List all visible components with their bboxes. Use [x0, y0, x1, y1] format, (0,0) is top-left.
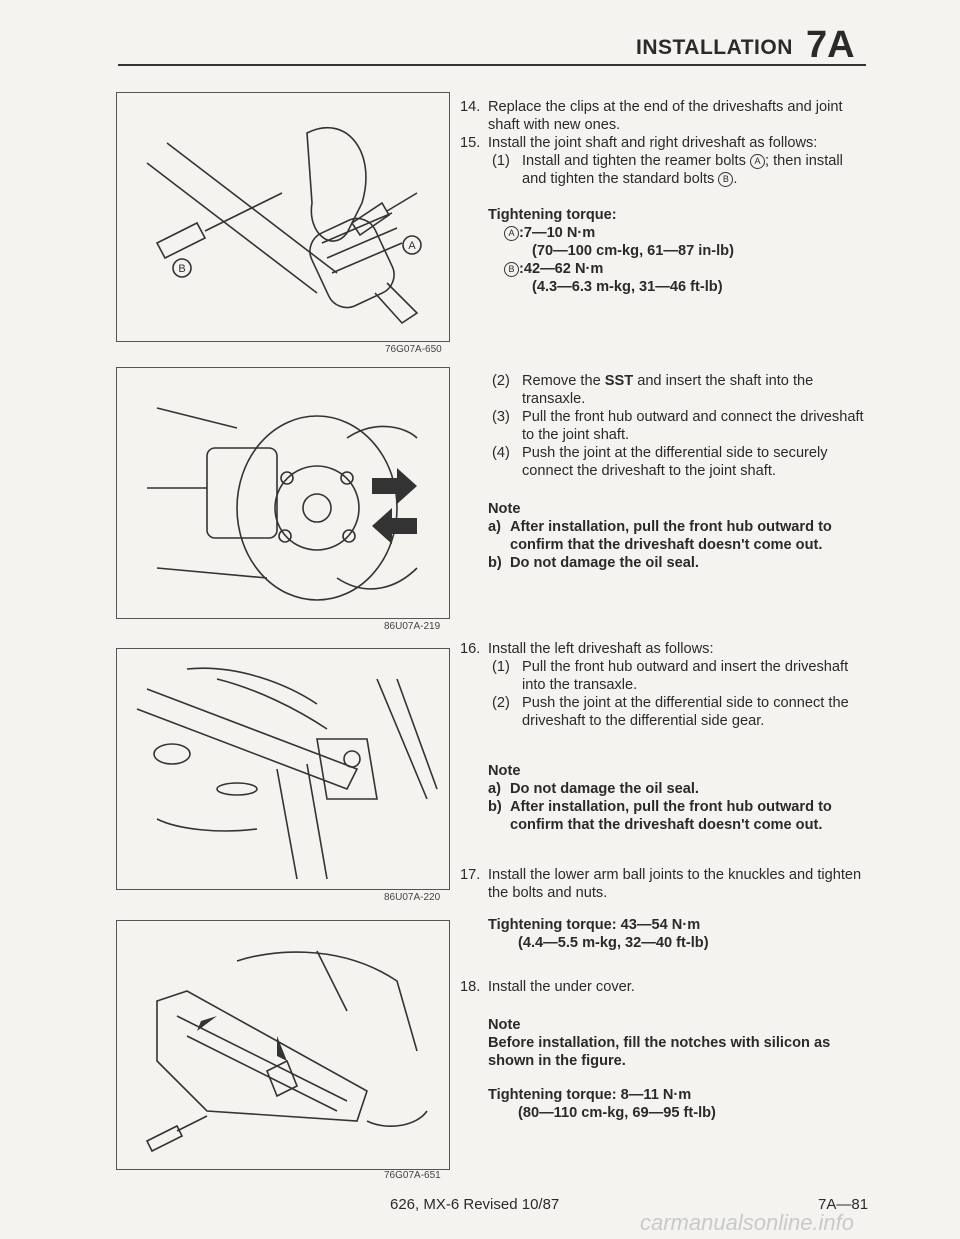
header-rule	[118, 64, 866, 66]
arrow-icon	[197, 1016, 217, 1031]
torque-spec-3: Tightening torque: 8—11 N·m (80—110 cm-k…	[488, 1087, 716, 1121]
page-number: 7A—81	[818, 1196, 869, 1213]
note-3: Note Before installation, fill the notch…	[488, 1017, 831, 1069]
footer-model-revision: 626, MX-6 Revised 10/87	[390, 1196, 560, 1213]
figure-code: 76G07A-651	[384, 1170, 441, 1181]
under-cover-illustration	[145, 950, 428, 1153]
note-2: Note a)Do not damage the oil seal. b)Aft…	[488, 763, 832, 833]
arrow-right-icon	[372, 468, 417, 504]
section-title: INSTALLATION	[636, 36, 793, 59]
step-16-2: (2)Push the joint at the differential si…	[492, 695, 849, 729]
step-16-block: 16.Install the left driveshaft as follow…	[460, 640, 870, 730]
watermark: carmanualsonline.info	[640, 1210, 855, 1235]
step-16: 16.Install the left driveshaft as follow…	[460, 641, 714, 657]
section-number: 7A	[806, 24, 855, 66]
figure-front-hub	[116, 367, 450, 619]
step-17: 17.Install the lower arm ball joints to …	[460, 867, 862, 901]
step-14: 14.Replace the clips at the end of the d…	[460, 99, 843, 133]
step-15-1: (1)Install and tighten the reamer bolts …	[492, 153, 843, 187]
figure-label-a: A	[408, 240, 416, 252]
step-16-1: (1)Pull the front hub outward and insert…	[492, 659, 849, 693]
figure-label-b: B	[178, 263, 185, 275]
torque-spec-2: Tightening torque: 43—54 N·m (4.4—5.5 m-…	[488, 917, 709, 951]
step-15-2: (2)Remove the SST and insert the shaft i…	[492, 373, 814, 407]
step-15-3: (3)Pull the front hub outward and connec…	[492, 409, 864, 443]
step-15-4: (4)Push the joint at the differential si…	[492, 445, 828, 479]
figure-code: 86U07A-220	[384, 892, 441, 903]
step-17-block: 17.Install the lower arm ball joints to …	[460, 866, 870, 902]
figure-under-cover	[116, 920, 450, 1170]
step-15: 15.Install the joint shaft and right dri…	[460, 135, 818, 151]
step-18-block: 18.Install the under cover.	[460, 978, 870, 996]
page-header: INSTALLATION 7A	[636, 18, 868, 70]
figure-driveshaft-bolts: B A	[116, 92, 450, 342]
step-15-continued: (2)Remove the SST and insert the shaft i…	[460, 372, 870, 480]
figure-code: 76G07A-650	[385, 344, 442, 355]
step-18: 18.Install the under cover.	[460, 979, 635, 995]
arrow-left-icon	[372, 508, 417, 544]
step-14-block: 14.Replace the clips at the end of the d…	[460, 98, 870, 188]
torque-spec-1: Tightening torque: A:7—10 N·m (70—100 cm…	[488, 207, 734, 295]
figure-lower-arm	[116, 648, 450, 890]
arrow-icon	[277, 1036, 287, 1061]
front-hub-illustration	[147, 407, 418, 601]
note-1: Note a)After installation, pull the fron…	[488, 501, 832, 571]
lower-arm-illustration	[136, 667, 438, 880]
driveshaft-bolts-illustration: B A	[146, 127, 422, 325]
figure-code: 86U07A-219	[384, 621, 441, 632]
